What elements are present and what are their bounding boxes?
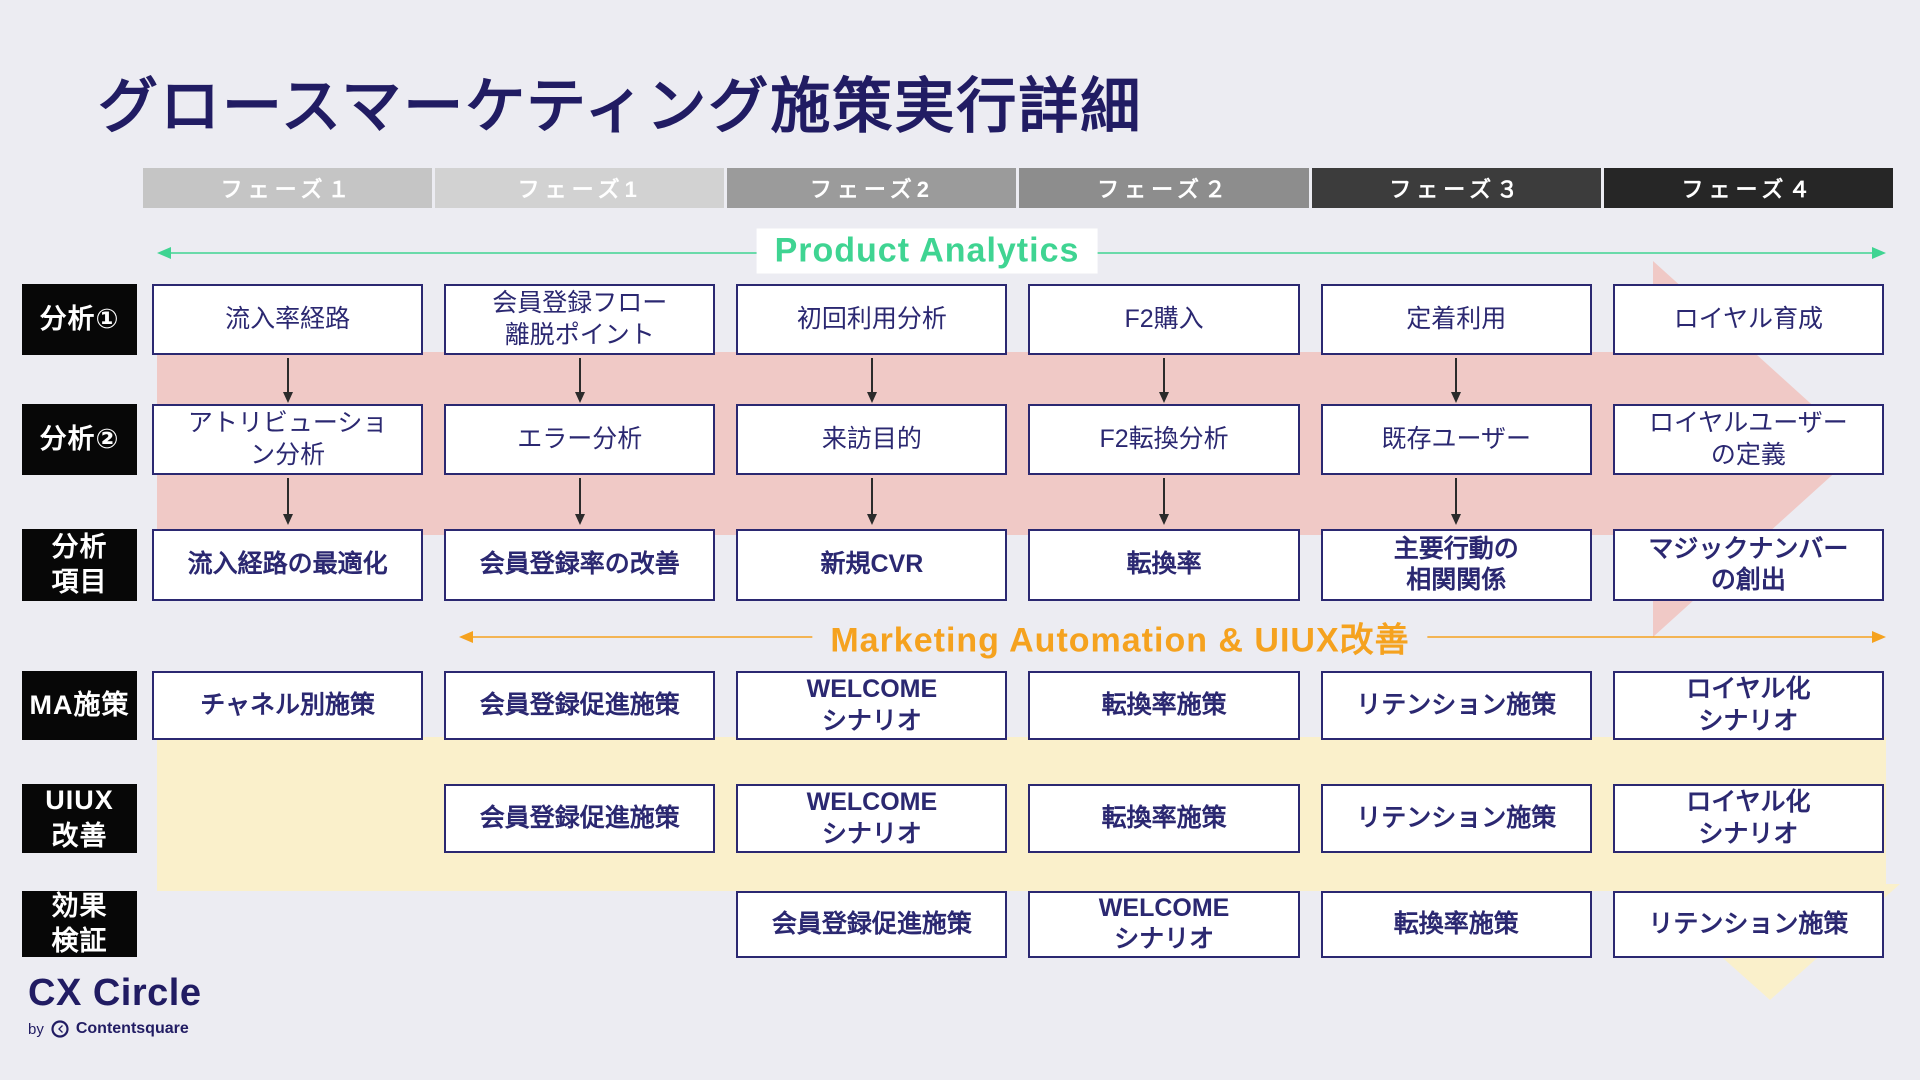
page-title: グロースマーケティング施策実行詳細: [98, 73, 1143, 140]
diagram-box: ロイヤル化 シナリオ: [1612, 784, 1884, 853]
phase-cell-3: フェーズ2: [727, 168, 1017, 208]
diagram-box: リテンション施策: [1320, 784, 1592, 853]
row-uiux: 会員登録促進施策 WELCOME シナリオ 転換率施策 リテンション施策 ロイヤ…: [143, 784, 1893, 853]
diagram-box: リテンション施策: [1612, 891, 1884, 958]
empty-cell: [152, 784, 423, 853]
product-analytics-label: Product Analytics: [756, 228, 1098, 274]
cx-circle-logo: CX Circle by Contentsquare: [28, 972, 201, 1039]
logo-company-text: Contentsquare: [75, 1020, 189, 1037]
diagram-box: アトリビューショ ン分析: [152, 404, 424, 475]
row-label-ma: MA施策: [22, 671, 137, 740]
diagram-box: WELCOME シナリオ: [736, 784, 1008, 853]
diagram-box: 主要行動の 相関関係: [1320, 529, 1592, 601]
diagram-box: ロイヤル育成: [1612, 284, 1884, 355]
diagram-box: 会員登録フロー 離脱ポイント: [444, 284, 716, 355]
diagram-box: チャネル別施策: [152, 671, 424, 740]
phase-cell-5: フェーズ３: [1311, 168, 1601, 208]
diagram-box: 転換率施策: [1320, 891, 1592, 958]
diagram-box: ロイヤルユーザー の定義: [1612, 404, 1884, 475]
row-ma: チャネル別施策 会員登録促進施策 WELCOME シナリオ 転換率施策 リテンシ…: [143, 671, 1893, 740]
diagram-box: 流入経路の最適化: [152, 529, 424, 601]
empty-cell: [444, 891, 715, 958]
diagram-box: WELCOME シナリオ: [1028, 891, 1300, 958]
contentsquare-logo-icon: [51, 1020, 69, 1038]
phase-cell-2: フェーズ1: [435, 168, 725, 208]
diagram-box: 転換率施策: [1028, 671, 1300, 740]
diagram-box: 転換率施策: [1028, 784, 1300, 853]
diagram-box: 既存ユーザー: [1320, 404, 1592, 475]
diagram-box: 会員登録率の改善: [444, 529, 716, 601]
empty-cell: [152, 891, 423, 958]
phase-cell-4: フェーズ２: [1019, 168, 1309, 208]
row-label-uiux: UIUX 改善: [22, 784, 137, 853]
diagram-box: 新規CVR: [736, 529, 1008, 601]
phase-cell-6: フェーズ４: [1603, 168, 1893, 208]
row-validation: 会員登録促進施策 WELCOME シナリオ 転換率施策 リテンション施策: [143, 891, 1893, 958]
row-label-validation: 効果 検証: [22, 891, 137, 957]
diagram-box: 転換率: [1028, 529, 1300, 601]
row-label-analysis-items: 分析 項目: [22, 529, 137, 601]
phase-cell-1: フェーズ１: [143, 168, 433, 208]
logo-wordmark: CX Circle: [28, 972, 202, 1014]
diagram-box: F2購入: [1028, 284, 1300, 355]
diagram-box: マジックナンバー の創出: [1612, 529, 1884, 601]
diagram-box: 来訪目的: [736, 404, 1008, 475]
row-label-analysis-1: 分析①: [22, 284, 137, 355]
diagram-box: 定着利用: [1320, 284, 1592, 355]
row-analysis-1: 流入率経路 会員登録フロー 離脱ポイント 初回利用分析 F2購入 定着利用 ロイ…: [143, 284, 1893, 355]
diagram-box: エラー分析: [444, 404, 716, 475]
diagram-box: WELCOME シナリオ: [736, 671, 1008, 740]
row-analysis-items: 流入経路の最適化 会員登録率の改善 新規CVR 転換率 主要行動の 相関関係 マ…: [143, 529, 1893, 601]
diagram-box: 流入率経路: [152, 284, 424, 355]
diagram-box: リテンション施策: [1320, 671, 1592, 740]
ma-uiux-label: Marketing Automation & UIUX改善: [812, 609, 1428, 665]
diagram-box: 会員登録促進施策: [444, 784, 716, 853]
logo-byline-text: by: [28, 1020, 44, 1038]
row-label-analysis-2: 分析②: [22, 404, 137, 475]
diagram-box: ロイヤル化 シナリオ: [1612, 671, 1884, 740]
phase-header-row: フェーズ１ フェーズ1 フェーズ2 フェーズ２ フェーズ３ フェーズ４: [143, 168, 1893, 208]
diagram-box: 会員登録促進施策: [736, 891, 1008, 958]
diagram-box: F2転換分析: [1028, 404, 1300, 475]
row-analysis-2: アトリビューショ ン分析 エラー分析 来訪目的 F2転換分析 既存ユーザー ロイ…: [143, 404, 1893, 475]
diagram-box: 初回利用分析: [736, 284, 1008, 355]
diagram-box: 会員登録促進施策: [444, 671, 716, 740]
